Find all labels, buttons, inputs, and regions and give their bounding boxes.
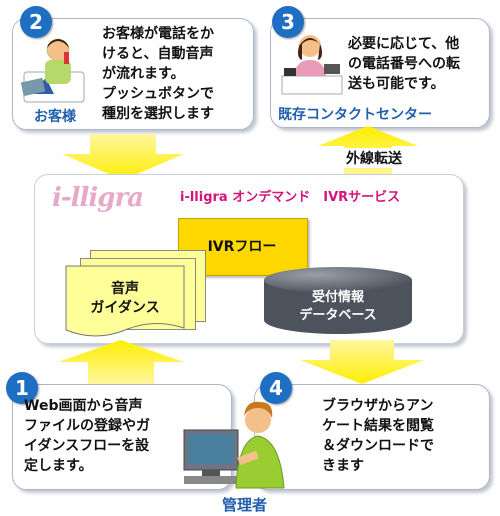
step3-text: 必要に応じて、他 の電話番号への転 送も可能です。 [348, 36, 460, 92]
customer-phone-illustration [20, 38, 85, 103]
step1-text: Web画面から音声 ファイルの登録やガ イダンスフローを設 定します。 [24, 398, 150, 474]
database-cylinder [264, 267, 412, 334]
service-logo: i-lligra [52, 183, 144, 213]
step1-badge: 1 [6, 372, 38, 404]
step4-text: ブラウザからアン ケート結果を閲覧 ＆ダウンロードで きます [322, 398, 434, 474]
database-label: 受付情報 データベース [299, 290, 377, 323]
step3-label-contact-center: 既存コンタクトセンター [278, 107, 432, 123]
transfer-label: 外線転送 [344, 148, 404, 168]
ivr-flow-label: IVRフロー [207, 239, 277, 255]
arrow-down-to-service [62, 134, 184, 180]
step2-badge: 2 [20, 6, 52, 38]
admin-label: 管理者 [222, 496, 268, 514]
arrow-down-to-admin [300, 340, 424, 384]
arrow-up-from-admin [58, 340, 184, 384]
administrator-illustration [183, 401, 285, 489]
operator-illustration [281, 35, 343, 95]
step4-card [254, 384, 490, 490]
step2-label-customer: お客様 [34, 109, 76, 125]
step4-badge: 4 [260, 372, 292, 404]
guidance-doc-front [65, 265, 185, 337]
step3-badge: 3 [272, 6, 304, 38]
service-title: i-lligra オンデマンド IVRサービス [180, 190, 401, 205]
guidance-label: 音声 ガイダンス [90, 281, 160, 316]
step2-text: お客様が電話をか けると、自動音声 が流れます。 プッシュボタンで 種別を選択し… [102, 26, 214, 122]
